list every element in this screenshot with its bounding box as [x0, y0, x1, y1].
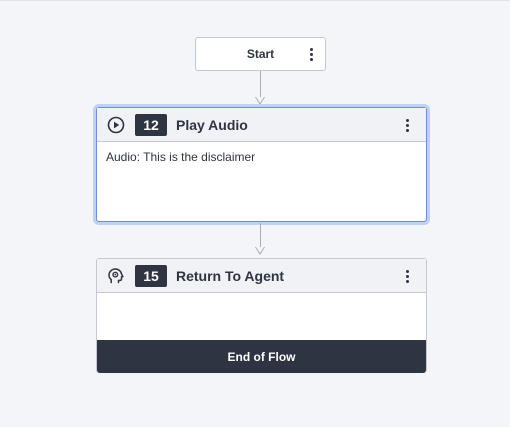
play-audio-node[interactable]: 12 Play Audio Audio: This is the disclai… — [96, 107, 427, 222]
connector-arrow-icon — [255, 97, 265, 105]
end-of-flow-bar: End of Flow — [97, 340, 426, 373]
return-to-agent-menu-kebab-icon[interactable] — [402, 270, 412, 283]
play-circle-icon — [107, 116, 125, 134]
return-to-agent-node-header[interactable]: 15 Return To Agent — [97, 259, 426, 293]
node-title: Return To Agent — [176, 267, 285, 284]
play-audio-menu-kebab-icon[interactable] — [402, 119, 412, 132]
connector-start-to-play-audio — [260, 71, 261, 97]
return-to-agent-node[interactable]: 15 Return To Agent End of Flow — [96, 258, 427, 373]
start-menu-kebab-icon[interactable] — [306, 48, 316, 61]
node-title: Play Audio — [176, 116, 248, 133]
start-label: Start — [246, 47, 275, 61]
agent-headset-icon — [107, 267, 125, 285]
start-node[interactable]: Start — [195, 37, 326, 71]
return-to-agent-node-body — [97, 293, 426, 340]
play-audio-node-header[interactable]: 12 Play Audio — [97, 108, 426, 142]
connector-play-audio-to-return-to-agent — [260, 223, 261, 247]
node-id-badge: 15 — [135, 264, 167, 287]
node-id-badge: 12 — [135, 113, 167, 136]
play-audio-node-body: Audio: This is the disclaimer — [106, 150, 256, 164]
connector-arrow-icon — [255, 247, 265, 255]
